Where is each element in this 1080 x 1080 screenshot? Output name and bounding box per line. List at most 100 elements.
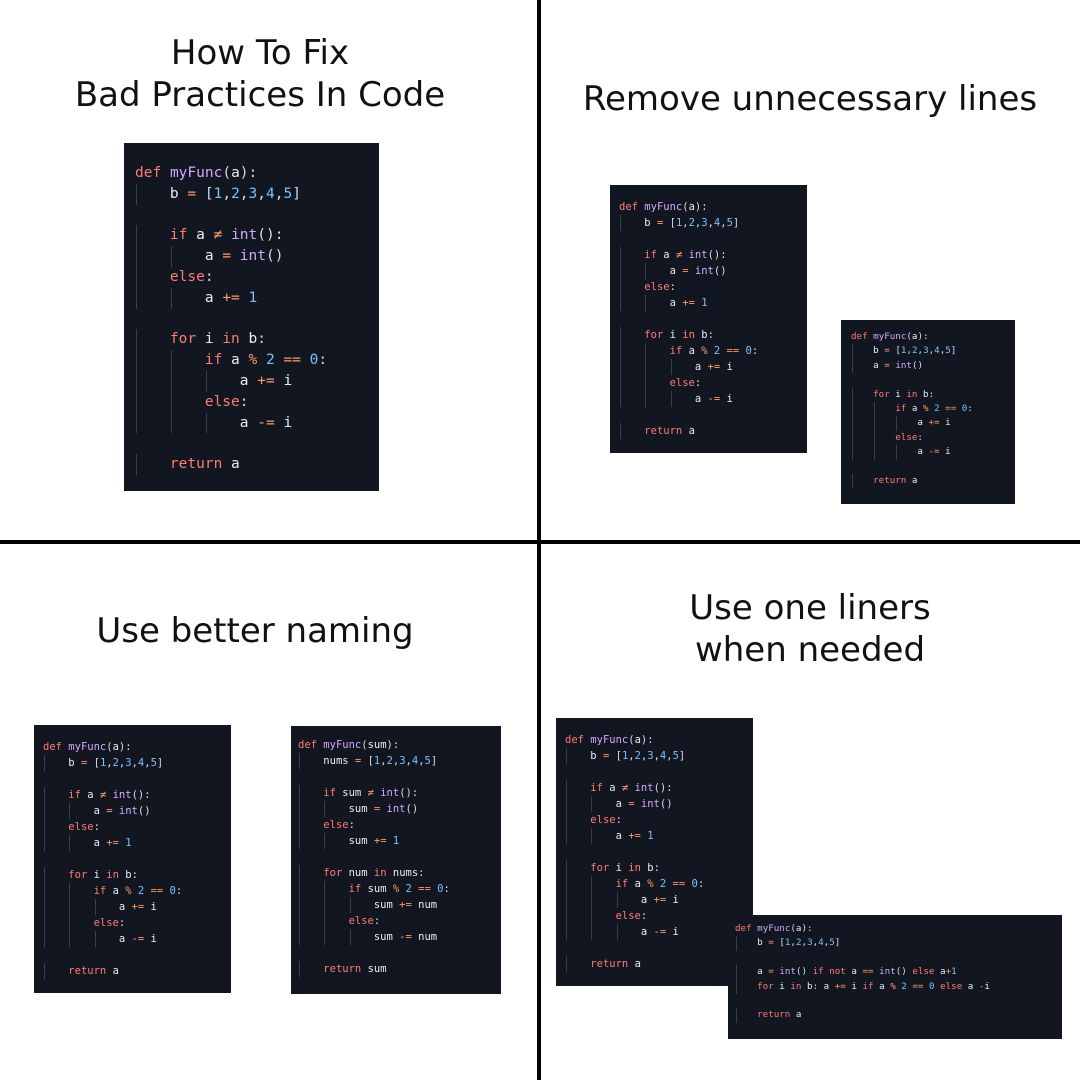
code-line: return a	[873, 475, 918, 486]
code-line: else:	[615, 910, 648, 922]
code-line: a += i	[694, 361, 733, 373]
indent-guide	[645, 391, 647, 407]
indent-guide	[896, 416, 898, 431]
code-line: a = int() if not a == int() else a+1	[757, 966, 957, 978]
code-line: return a	[644, 425, 695, 437]
code-line: for i in b:	[169, 331, 266, 348]
code-line: sum += num	[373, 899, 438, 911]
code-line: a = int()	[669, 265, 727, 277]
code-line: for num in nums:	[323, 867, 425, 879]
code-line: def myFunc(a):	[135, 165, 258, 181]
code-line: a += i	[239, 373, 293, 389]
indent-guide	[205, 371, 207, 392]
code-line: else:	[348, 915, 381, 927]
code-line: b = [1,2,3,4,5]	[169, 185, 301, 202]
code-line: else:	[644, 281, 676, 293]
code-line: if a ≠ int():	[169, 227, 284, 244]
code-line: for i in b:	[68, 869, 138, 881]
indent-guide	[69, 931, 71, 947]
indent-guide	[620, 343, 621, 359]
main-title: How To Fix Bad Practices In Code	[74, 33, 446, 115]
indent-guide	[645, 295, 647, 311]
indent-guide	[620, 423, 621, 439]
indent-guide	[620, 295, 621, 311]
indent-guide	[566, 780, 567, 796]
indent-guide	[620, 375, 621, 391]
indent-guide	[874, 430, 876, 446]
indent-guide	[44, 915, 45, 931]
code-line: a -= i	[694, 393, 733, 405]
indent-guide	[69, 883, 71, 899]
code-line: if sum % 2 == 0:	[348, 883, 450, 895]
indent-guide	[299, 753, 300, 769]
indent-guide	[299, 817, 300, 833]
code-line: for i in b:	[873, 388, 935, 400]
code-line: a -= i	[118, 933, 157, 945]
code-line: else:	[895, 431, 923, 443]
code-line: a += i	[917, 417, 951, 429]
code-line: sum -= num	[373, 931, 438, 943]
indent-guide	[69, 835, 71, 851]
code-line: def myFunc(a):	[735, 923, 813, 934]
indent-guide	[566, 924, 567, 940]
indent-guide	[645, 375, 647, 391]
code-line: a += i	[118, 901, 157, 913]
indent-guide	[136, 183, 137, 205]
indent-guide	[44, 963, 45, 979]
code-snippet-renamed: def myFunc(sum): nums = [1,2,3,4,5] if s…	[291, 726, 501, 994]
code-line: a = int()	[873, 359, 924, 371]
indent-guide	[566, 812, 567, 828]
panel-title-remove-lines: Remove unnecessary lines	[582, 79, 1038, 119]
code-line: nums = [1,2,3,4,5]	[323, 755, 438, 767]
code-line: else:	[323, 819, 355, 831]
indent-guide	[136, 225, 137, 247]
indent-guide	[170, 371, 172, 392]
code-snippet-one-liner: def myFunc(a): b = [1,2,3,4,5] a = int()…	[728, 915, 1062, 1039]
indent-guide	[645, 359, 647, 375]
indent-guide	[645, 343, 647, 359]
indent-guide	[136, 371, 137, 392]
code-line: if a ≠ int():	[590, 782, 673, 794]
indent-guide	[299, 801, 300, 817]
indent-guide	[299, 913, 300, 929]
code-line: if a % 2 == 0:	[204, 352, 328, 369]
code-line: a = int()	[615, 798, 673, 810]
indent-guide	[324, 897, 326, 913]
indent-guide	[69, 899, 71, 915]
code-line: if a % 2 == 0:	[615, 878, 705, 890]
code-line: b = [1,2,3,4,5]	[590, 750, 686, 762]
code-line: a -= i	[239, 414, 293, 431]
indent-guide	[349, 897, 351, 913]
indent-guide	[136, 246, 137, 267]
code-line: return a	[757, 1009, 802, 1021]
indent-guide	[616, 924, 618, 940]
code-line: return a	[169, 456, 240, 473]
indent-guide	[566, 860, 567, 876]
indent-guide	[566, 908, 567, 924]
indent-guide	[170, 412, 172, 434]
indent-guide	[566, 748, 567, 764]
indent-guide	[591, 876, 593, 892]
indent-guide	[299, 881, 300, 897]
indent-guide	[299, 833, 300, 849]
indent-guide	[736, 965, 737, 980]
indent-guide	[620, 247, 621, 263]
code-line: a -= i	[917, 446, 951, 458]
code-line: for i in b:	[590, 862, 660, 874]
indent-guide	[170, 246, 172, 267]
indent-guide	[44, 835, 45, 851]
indent-guide	[852, 445, 853, 460]
code-line: def myFunc(sum):	[298, 739, 400, 751]
indent-guide	[620, 391, 621, 407]
code-line: if sum ≠ int():	[323, 787, 419, 799]
code-snippet-original: def myFunc(a): b = [1,2,3,4,5] if a ≠ in…	[124, 143, 379, 491]
indent-guide	[566, 956, 567, 972]
indent-guide	[670, 359, 672, 375]
code-line: else:	[204, 393, 249, 410]
indent-guide	[591, 828, 593, 844]
indent-guide	[670, 391, 672, 407]
code-line: def myFunc(a):	[619, 201, 708, 213]
code-snippet-before-one-liner: def myFunc(a): b = [1,2,3,4,5] if a ≠ in…	[556, 718, 753, 986]
indent-guide	[620, 359, 621, 375]
indent-guide	[299, 865, 300, 881]
